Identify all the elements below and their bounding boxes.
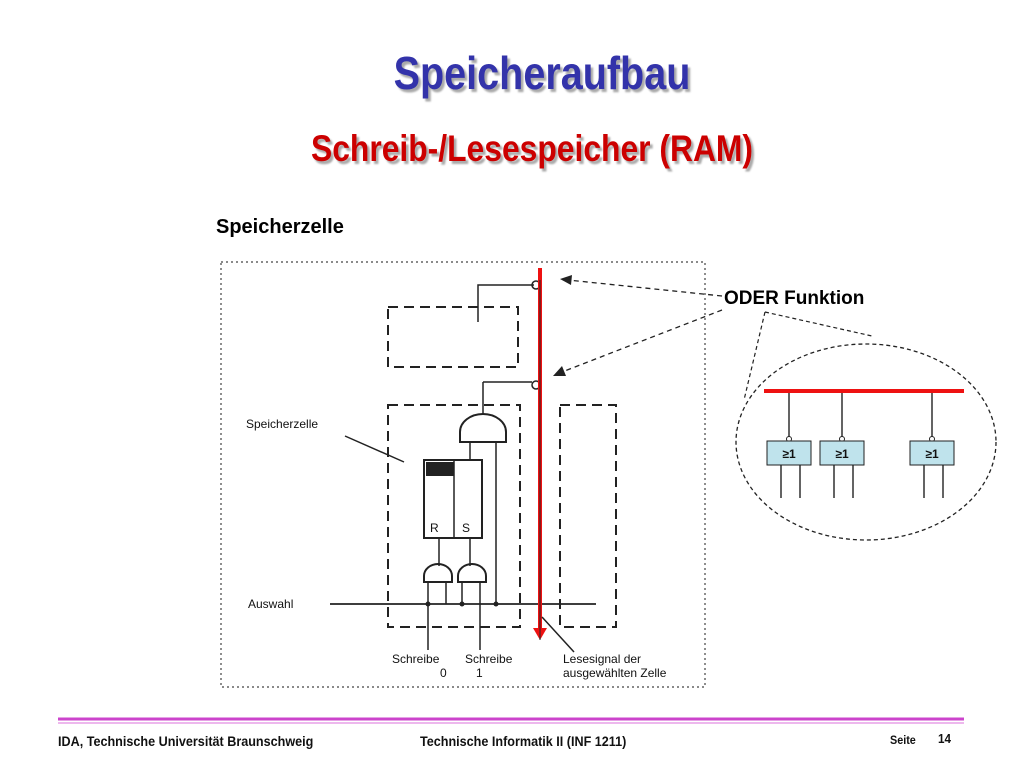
footer-institution: IDA, Technische Universität Braunschweig [58, 733, 314, 749]
gate-2: ≥1 [819, 393, 865, 498]
footer-page-label: Seite [890, 733, 916, 747]
upper-cell-box [387, 306, 519, 368]
schreibe0-label-line2: 0 [440, 666, 447, 680]
lesesignal-label-line1: Lesesignal der [563, 652, 641, 666]
cell-heading: Speicherzelle [216, 216, 344, 238]
slide-subtitle: Schreib-/Lesespeicher (RAM) [310, 128, 754, 169]
schematic-speicherzelle-label: Speicherzelle [246, 417, 318, 431]
gate-2-symbol: ≥1 [835, 447, 849, 461]
footer-page-number: 14 [938, 731, 952, 746]
gate-3: ≥1 [909, 393, 955, 498]
lesesignal-label-line2: ausgewählten Zelle [563, 666, 667, 680]
gate-3-symbol: ≥1 [925, 447, 939, 461]
schematic-border [220, 261, 706, 688]
zoom-ellipse [735, 343, 997, 541]
oder-label: ODER Funktion [724, 288, 865, 309]
flipflop-s-label: S [462, 521, 470, 535]
gate-1-symbol: ≥1 [782, 447, 796, 461]
flipflop-r-label: R [430, 521, 439, 535]
write-and-gate-0 [423, 563, 453, 583]
rs-flipflop [423, 459, 483, 539]
write-and-gate-1 [457, 563, 487, 583]
read-and-gate [459, 413, 507, 443]
auswahl-label: Auswahl [248, 597, 293, 611]
schreibe0-label-line1: Schreibe [392, 652, 440, 666]
gate-1: ≥1 [766, 393, 812, 498]
slide-title: Speicheraufbau [393, 47, 691, 99]
schreibe1-label-line1: Schreibe [465, 652, 513, 666]
footer-course: Technische Informatik II (INF 1211) [420, 733, 627, 749]
neighbour-cell-box [559, 404, 617, 628]
schreibe1-label-line2: 1 [476, 666, 483, 680]
main-cell-box [387, 404, 521, 628]
